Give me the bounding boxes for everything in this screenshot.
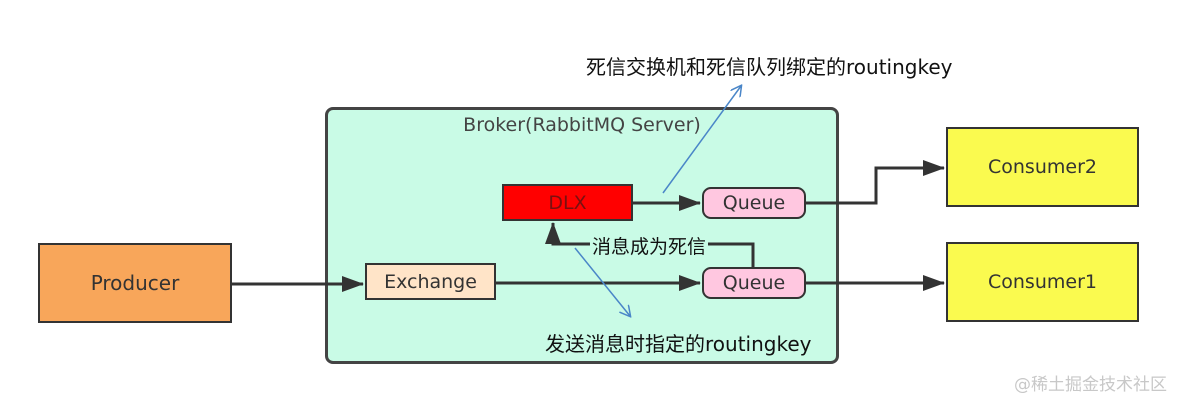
dlx-node: DLX xyxy=(502,184,633,221)
consumer1-node: Consumer1 xyxy=(946,242,1139,322)
dlx-routing-key-label: 死信交换机和死信队列绑定的routingkey xyxy=(586,55,953,79)
consumer2-node: Consumer2 xyxy=(946,127,1139,207)
watermark: @稀土掘金技术社区 xyxy=(1014,375,1167,395)
dead-letter-queue-node: Queue xyxy=(702,187,806,219)
exchange-node: Exchange xyxy=(365,263,496,300)
broker-title: Broker(RabbitMQ Server) xyxy=(463,114,701,136)
annotation-arrow-bottom xyxy=(574,247,630,316)
normal-queue-node: Queue xyxy=(702,267,806,299)
producer-node: Producer xyxy=(38,243,232,323)
dead-letter-label: 消息成为死信 xyxy=(590,232,709,259)
arrow-queue-consumer2 xyxy=(806,160,945,205)
send-routing-key-label: 发送消息时指定的routingkey xyxy=(545,332,812,356)
annotation-arrow-top xyxy=(662,86,741,194)
broker-container: Broker(RabbitMQ Server) xyxy=(325,107,839,364)
